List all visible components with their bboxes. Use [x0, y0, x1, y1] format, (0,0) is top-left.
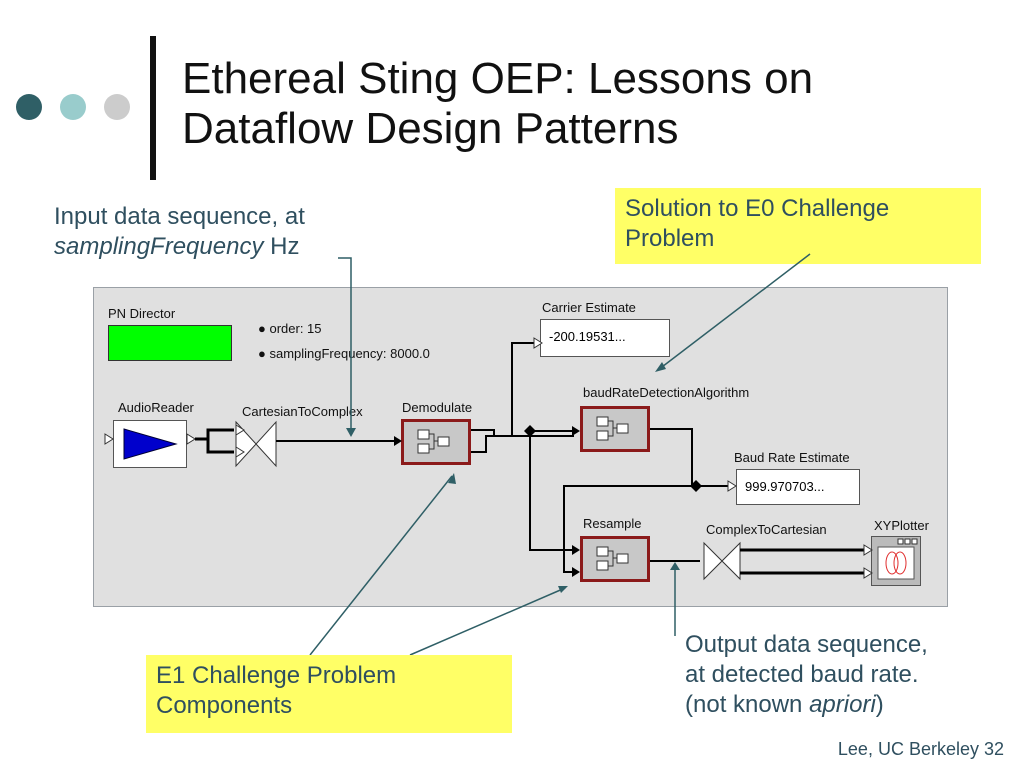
- baud-estimate-display[interactable]: 999.970703...: [736, 469, 860, 505]
- cartesian-to-complex-label: CartesianToComplex: [242, 404, 363, 419]
- wire: [471, 435, 574, 453]
- audio-reader-label: AudioReader: [118, 400, 194, 415]
- wire: [471, 342, 534, 437]
- input-annotation-suffix: Hz: [263, 233, 300, 260]
- wire: [195, 437, 234, 454]
- demodulate-label: Demodulate: [402, 400, 473, 415]
- solution-callout-line-2: Problem: [625, 225, 715, 252]
- solution-callout-line-1: Solution to E0 Challenge: [625, 195, 890, 222]
- port: [186, 433, 196, 445]
- title-line-2: Dataflow Design Patterns: [182, 104, 679, 153]
- param-order-text: order: 15: [269, 321, 322, 336]
- carrier-estimate-label: Carrier Estimate: [542, 300, 636, 315]
- e1-callout-line-2: Components: [156, 692, 293, 719]
- wire: [650, 428, 728, 487]
- output-suffix: ): [875, 691, 884, 718]
- output-annotation-line-2: at detected baud rate.: [685, 661, 919, 688]
- xyplotter-actor[interactable]: [871, 536, 921, 586]
- e1-callout-line-1: E1 Challenge Problem: [156, 662, 397, 689]
- composite-icon: [596, 416, 629, 441]
- output-prefix: (not known: [685, 691, 810, 718]
- wire: [563, 485, 696, 573]
- audio-play-icon: [123, 428, 178, 460]
- input-annotation: Input data sequence, at samplingFrequenc…: [54, 202, 305, 262]
- wire: [529, 431, 574, 551]
- wires-layer: [104, 337, 873, 581]
- decor-dot-dark: [16, 94, 42, 120]
- plot-icon: [877, 538, 918, 580]
- complex-to-cartesian-label: ComplexToCartesian: [706, 522, 827, 537]
- port: [104, 433, 114, 445]
- baud-detection-actor[interactable]: [580, 406, 650, 452]
- resample-label: Resample: [583, 516, 642, 531]
- composite-icon: [417, 429, 450, 454]
- carrier-estimate-display[interactable]: -200.19531...: [540, 319, 670, 357]
- dataflow-canvas: PN Director ● order: 15 ● samplingFreque…: [93, 287, 948, 607]
- complex-to-cartesian-actor[interactable]: [703, 541, 741, 581]
- baud-estimate-label: Baud Rate Estimate: [734, 450, 850, 465]
- title-line-1: Ethereal Sting OEP: Lessons on: [182, 54, 814, 103]
- pn-director-label: PN Director: [108, 306, 176, 321]
- xyplotter-label: XYPlotter: [874, 518, 929, 533]
- input-annotation-line-2: samplingFrequency Hz: [54, 232, 305, 262]
- resample-actor[interactable]: [580, 536, 650, 582]
- output-annotation-line-3: (not known apriori): [685, 690, 928, 720]
- decor-dot-gray: [104, 94, 130, 120]
- demodulate-actor[interactable]: [401, 419, 471, 465]
- output-annotation: Output data sequence, at detected baud r…: [685, 630, 928, 720]
- slide-title: Ethereal Sting OEP: Lessons on Dataflow …: [182, 54, 813, 154]
- baud-detection-label: baudRateDetectionAlgorithm: [583, 385, 750, 400]
- e1-callout: E1 Challenge Problem Components: [146, 655, 512, 733]
- slide-footer: Lee, UC Berkeley 32: [837, 739, 1004, 759]
- title-divider: [150, 36, 156, 180]
- output-italic: apriori: [809, 691, 876, 718]
- input-annotation-italic: samplingFrequency: [54, 233, 264, 260]
- param-order: ● order: 15: [258, 321, 322, 336]
- input-annotation-line-1: Input data sequence, at: [54, 203, 305, 230]
- solution-callout: Solution to E0 Challenge Problem: [615, 188, 981, 264]
- pn-director[interactable]: [108, 325, 232, 361]
- composite-icon: [596, 546, 629, 571]
- output-annotation-line-1: Output data sequence,: [685, 631, 928, 658]
- decor-dot-light: [60, 94, 86, 120]
